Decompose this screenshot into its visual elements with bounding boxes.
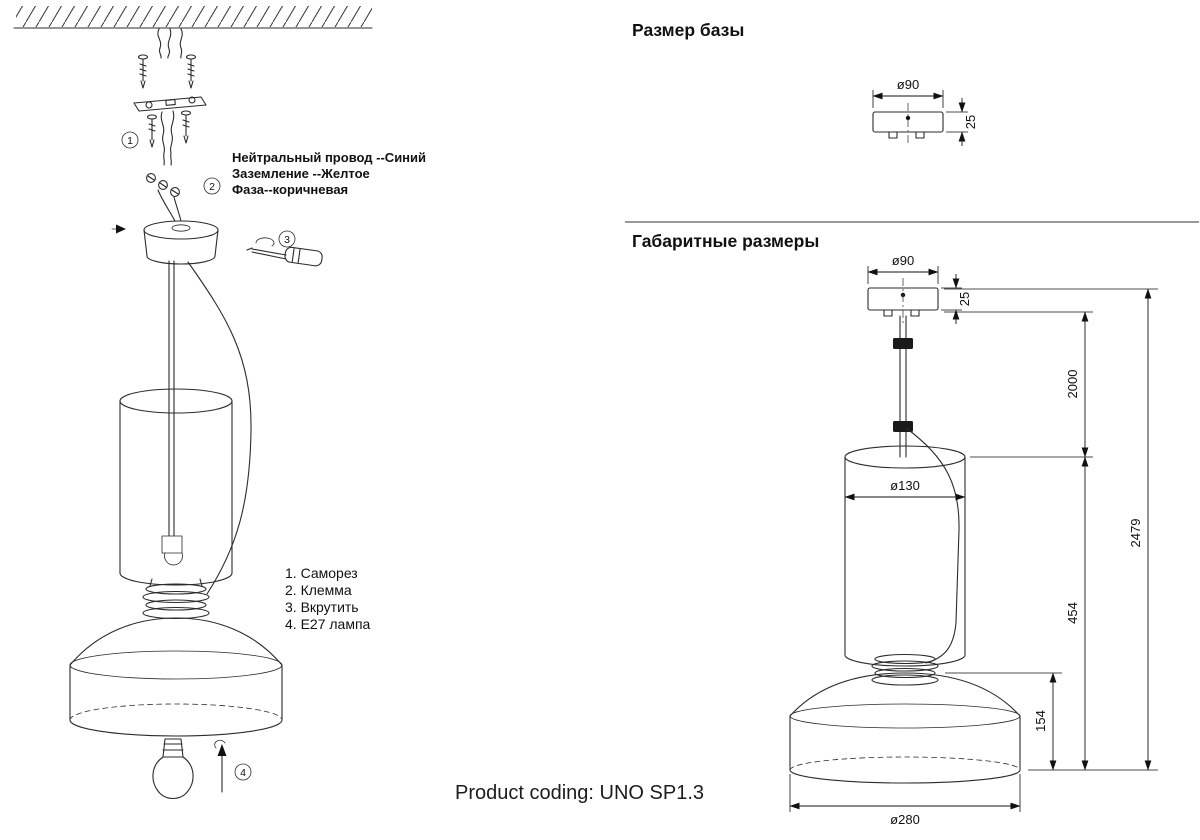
dim-bowl-diameter: ø280 (789, 774, 1021, 827)
callout-3-number: 3 (284, 234, 290, 246)
callout-1-badge: 1 (121, 131, 139, 149)
dim-cable-length-label: 2000 (1065, 370, 1080, 399)
step-2: 2. Клемма (285, 582, 352, 598)
shade-neck-threads (142, 578, 210, 620)
dim-canopy-diameter: ø90 (867, 253, 939, 284)
callout-2-badge: 2 (203, 177, 221, 195)
dim-total-height-label: 2479 (1128, 519, 1143, 548)
screw-icon (137, 54, 149, 89)
callout-3-badge: 3 (278, 230, 296, 248)
dim-base-diameter: ø90 (872, 77, 944, 108)
assembly-arrow-icon (111, 224, 126, 234)
dim-canopy-diameter-label: ø90 (892, 253, 914, 268)
step-1: 1. Саморез (285, 565, 358, 581)
dim-canopy-height: 25 (941, 274, 972, 324)
overall-size-title: Габаритные размеры (632, 231, 819, 251)
step-3: 3. Вкрутить (285, 599, 359, 615)
suspension-rod (161, 260, 183, 566)
insert-direction-arrow-icon (214, 739, 227, 793)
drop-wires (160, 110, 175, 166)
e27-bulb-icon (152, 738, 194, 800)
base-bowl (69, 617, 283, 737)
terminal-block (146, 173, 182, 222)
dim-bowl-diameter-label: ø280 (890, 812, 920, 827)
cable-grip (893, 338, 913, 349)
power-cord (187, 261, 252, 595)
screw-icon (185, 54, 197, 89)
wire-color-labels: Нейтральный провод --Синий Заземление --… (232, 150, 426, 197)
callout-2-number: 2 (209, 181, 215, 193)
dim-body-height: 454 (1065, 456, 1089, 771)
dim-body-height-label: 454 (1065, 602, 1080, 624)
ceiling-wires (157, 28, 183, 59)
base-size-drawing: ø90 25 (872, 77, 978, 146)
mounting-bracket (133, 96, 207, 112)
wire-label-neutral: Нейтральный провод --Синий (232, 150, 426, 165)
dim-body-diameter-label: ø130 (890, 478, 920, 493)
callout-1-number: 1 (127, 135, 133, 147)
overall-drawing: ø90 25 2000 ø130 454 (789, 253, 1158, 827)
dim-body-diameter: ø130 (844, 478, 966, 501)
ceiling-hatch (13, 6, 373, 29)
install-diagram: 1 2 Нейтральный провод --Синий Заземлени… (13, 6, 426, 800)
dim-cable-length: 2000 (944, 311, 1093, 458)
dim-bowl-height-label: 154 (1033, 710, 1048, 732)
callout-4-number: 4 (240, 767, 246, 779)
screw-icon (180, 110, 192, 144)
wire-label-ground: Заземление --Желтое (232, 166, 370, 181)
dim-bowl-height: 154 (945, 672, 1062, 771)
dim-base-diameter-label: ø90 (897, 77, 919, 92)
glass-shade (119, 388, 233, 586)
screw-icon (146, 114, 158, 148)
step-4: 4. E27 лампа (285, 616, 371, 632)
wire-label-phase: Фаза--коричневая (232, 182, 348, 197)
product-coding: Product coding: UNO SP1.3 (455, 782, 704, 804)
dim-total-height: 2479 (944, 288, 1158, 771)
dim-base-height: 25 (946, 98, 978, 146)
canopy-cup (143, 220, 219, 265)
dim-canopy-height-label: 25 (957, 292, 972, 306)
screwdriver-icon (246, 237, 323, 267)
cord-loop (905, 427, 960, 664)
screw-hole (905, 115, 911, 121)
dim-base-height-label: 25 (963, 115, 978, 129)
base-size-title: Размер базы (632, 20, 744, 40)
steps-list: 1. Саморез 2. Клемма 3. Вкрутить 4. E27 … (285, 565, 371, 632)
callout-4-badge: 4 (234, 763, 252, 781)
